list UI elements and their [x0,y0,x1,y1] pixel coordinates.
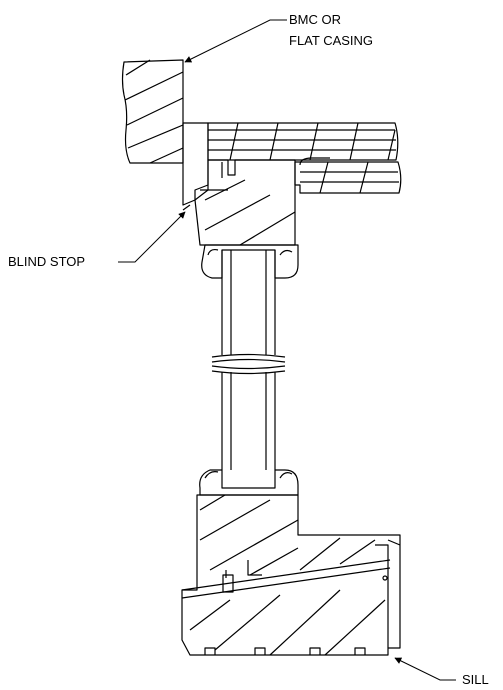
window-head-frame [194,157,330,246]
blind-stop [182,122,209,211]
casing [121,59,184,164]
bottom-sash-rail [199,469,299,496]
leader-sill [394,657,456,681]
top-sash-rail [201,244,299,279]
label-casing-line2: FLAT CASING [289,33,373,48]
leader-blind-stop [118,211,186,263]
leaders [118,19,456,681]
label-sill: SILL [462,672,489,687]
leader-casing [184,19,287,63]
head-jamb [207,122,402,194]
sill-assembly [181,494,401,656]
label-casing-line1: BMC OR [289,12,341,27]
label-blind-stop: BLIND STOP [8,254,85,269]
glazing [211,250,286,470]
